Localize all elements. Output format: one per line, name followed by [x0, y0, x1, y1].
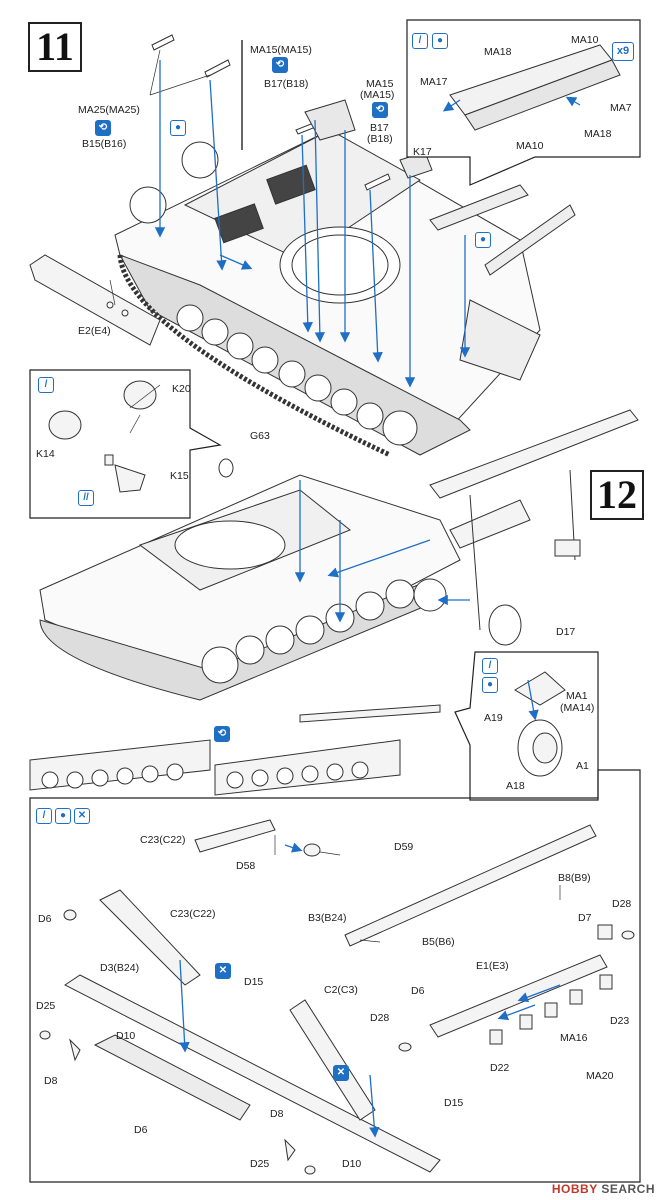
label-ma10a: MA10 — [571, 34, 599, 46]
rack-frame — [429, 409, 639, 646]
label-ma16: MA16 — [560, 1032, 588, 1044]
label-d8a: D8 — [44, 1075, 58, 1087]
label-ma18b: MA18 — [584, 128, 612, 140]
label-b15: B15(B16) — [82, 138, 127, 150]
label-ma25: MA25(MA25) — [78, 104, 140, 116]
label-b3: B3(B24) — [308, 912, 347, 924]
label-c23b: C23(C22) — [170, 908, 216, 920]
label-ma1: MA1 — [566, 690, 588, 702]
step12-hull — [39, 458, 461, 701]
label-d10b: D10 — [342, 1158, 362, 1170]
paint-icon: ● — [475, 232, 491, 248]
label-e2: E2(E4) — [78, 325, 111, 337]
label-d58: D58 — [236, 860, 256, 872]
paint-icon: ● — [170, 120, 186, 136]
glue-icon: ⟲ — [214, 726, 230, 742]
photo-etch-strips — [151, 34, 433, 191]
commander-inset-box — [29, 369, 222, 519]
step-number-12: 12 — [590, 470, 644, 520]
step11-hull — [114, 40, 541, 458]
cement-icon: / — [412, 33, 428, 49]
label-ma1b: (MA14) — [560, 702, 595, 714]
label-d59: D59 — [394, 841, 414, 853]
label-d25a: D25 — [36, 1000, 56, 1012]
label-b5: B5(B6) — [422, 936, 455, 948]
paint-icon: ● — [55, 808, 71, 824]
tool-icon: ✕ — [333, 1065, 349, 1081]
label-b17b2: (B18) — [367, 133, 393, 145]
label-b8: B8(B9) — [558, 872, 591, 884]
label-e1: E1(E3) — [476, 960, 509, 972]
label-ma15b2: (MA15) — [360, 89, 395, 101]
label-b17a: B17(B18) — [264, 78, 309, 90]
label-ma20: MA20 — [586, 1070, 614, 1082]
e2-part — [29, 254, 161, 346]
label-b17b: B17 — [370, 122, 389, 134]
repeat-x9-icon: x9 — [612, 42, 634, 61]
label-d3: D3(B24) — [100, 962, 140, 974]
label-d28b: D28 — [370, 1012, 390, 1024]
step-number-11: 11 — [28, 22, 82, 72]
label-ma15b: MA15 — [366, 78, 394, 90]
paint-icon: ● — [482, 677, 498, 693]
tool-icon: ✕ — [215, 963, 231, 979]
label-ma10b: MA10 — [516, 140, 544, 152]
label-d28a: D28 — [612, 898, 632, 910]
optional-icon: // — [78, 490, 94, 506]
label-ma17: MA17 — [420, 76, 448, 88]
label-d25b: D25 — [250, 1158, 270, 1170]
label-a1: A1 — [576, 760, 589, 772]
track-inset-box — [406, 19, 641, 186]
glue-icon: ⟲ — [372, 102, 388, 118]
label-g63: G63 — [250, 430, 270, 442]
label-d6a: D6 — [38, 913, 52, 925]
watermark: HOBBY SEARCH — [552, 1182, 655, 1196]
cement-icon: / — [38, 377, 54, 393]
label-ma7: MA7 — [610, 102, 632, 114]
cement-icon: / — [482, 658, 498, 674]
wheel-inset-box — [454, 651, 599, 799]
label-d6b: D6 — [411, 985, 425, 997]
assembly-arrows — [154, 60, 581, 1138]
label-d15a: D15 — [244, 976, 264, 988]
label-d22: D22 — [490, 1062, 510, 1074]
label-k14: K14 — [36, 448, 55, 460]
glue-icon: ⟲ — [95, 120, 111, 136]
tool-icon: ✕ — [74, 808, 90, 824]
watermark-brand: HOBBY — [551, 1182, 598, 1196]
label-d17: D17 — [556, 626, 576, 638]
label-k20: K20 — [172, 383, 191, 395]
label-ma18a: MA18 — [484, 46, 512, 58]
leader-lines — [109, 49, 561, 943]
label-c2: C2(C3) — [324, 984, 358, 996]
label-d23: D23 — [610, 1015, 630, 1027]
subassembly-box — [29, 769, 641, 1183]
cement-icon: / — [36, 808, 52, 824]
track-links — [429, 184, 576, 276]
small-views — [29, 704, 441, 796]
label-d6c: D6 — [134, 1124, 148, 1136]
label-a18: A18 — [506, 780, 525, 792]
paint-icon: ● — [432, 33, 448, 49]
label-k17: K17 — [413, 146, 432, 158]
frame-parts — [39, 819, 635, 1175]
watermark-suffix: SEARCH — [601, 1182, 655, 1196]
glue-icon: ⟲ — [272, 57, 288, 73]
label-d7: D7 — [578, 912, 592, 924]
label-d8b: D8 — [270, 1108, 284, 1120]
label-a19: A19 — [484, 712, 503, 724]
label-d15b: D15 — [444, 1097, 464, 1109]
label-d10a: D10 — [116, 1030, 136, 1042]
label-c23a: C23(C22) — [140, 834, 186, 846]
label-k15: K15 — [170, 470, 189, 482]
label-ma15a: MA15(MA15) — [250, 44, 312, 56]
